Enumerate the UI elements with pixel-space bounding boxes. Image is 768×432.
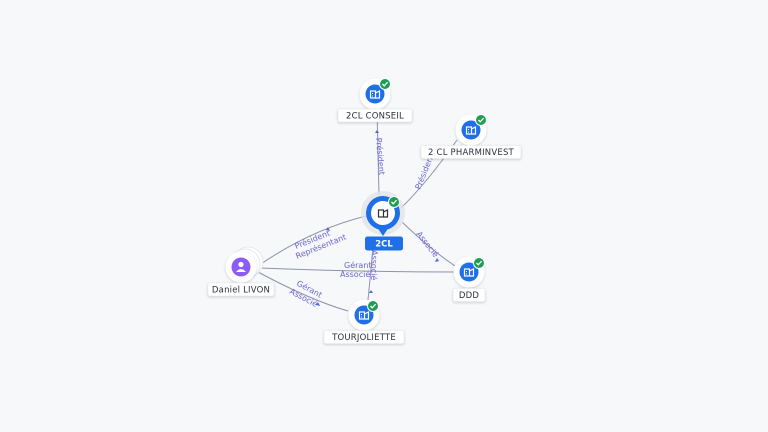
edge-label-person-ddd-gerant: Gérant — [344, 260, 372, 270]
node-label-daniel-livon: Daniel LIVON — [212, 286, 270, 296]
edge-arrow — [326, 227, 330, 231]
building-icon — [377, 209, 389, 218]
edge-arrow — [375, 130, 379, 133]
edge-label-person-ddd-associe: Associé — [340, 269, 370, 279]
edge-arrow — [316, 302, 320, 306]
verified-check-icon — [366, 299, 380, 313]
node-2cl-conseil[interactable]: 2CL CONSEIL — [337, 77, 413, 123]
node-label-ddd: DDD — [459, 291, 479, 301]
edge-label-president-conseil: Président — [374, 137, 387, 175]
verified-check-icon — [378, 77, 392, 91]
node-label-2cl: 2CL — [375, 240, 393, 250]
node-label-tourjoliette: TOURJOLIETTE — [331, 333, 396, 343]
verified-check-icon — [387, 195, 401, 209]
edge-arrow — [369, 290, 373, 293]
edges-layer — [257, 109, 459, 312]
node-label-2-cl-pharminvest: 2 CL PHARMINVEST — [428, 148, 515, 158]
edge-label-associe-ddd: Associé — [414, 229, 441, 259]
verified-check-icon — [472, 256, 486, 270]
edge-arrow — [435, 258, 439, 262]
center-tag — [365, 236, 403, 251]
person-icon — [236, 261, 246, 272]
edge-label-associe-tourjoliette: Associé — [369, 250, 380, 281]
node-2-cl-pharminvest[interactable]: 2 CL PHARMINVEST — [420, 113, 522, 159]
node-tourjoliette[interactable]: TOURJOLIETTE — [323, 299, 405, 344]
edge-person-center[interactable] — [257, 215, 367, 267]
edge-center-ddd[interactable] — [401, 221, 459, 269]
node-daniel-livon[interactable]: Daniel LIVON — [207, 246, 275, 297]
node-ddd[interactable]: DDD — [452, 256, 486, 302]
edge-center-conseil[interactable] — [376, 109, 380, 196]
edge-person-tourjoliette[interactable] — [257, 271, 349, 312]
verified-check-icon — [474, 113, 488, 127]
edge-person-ddd[interactable] — [259, 267, 457, 273]
node-2cl-center[interactable]: 2CL — [361, 191, 405, 251]
node-label-2cl-conseil: 2CL CONSEIL — [346, 112, 404, 122]
